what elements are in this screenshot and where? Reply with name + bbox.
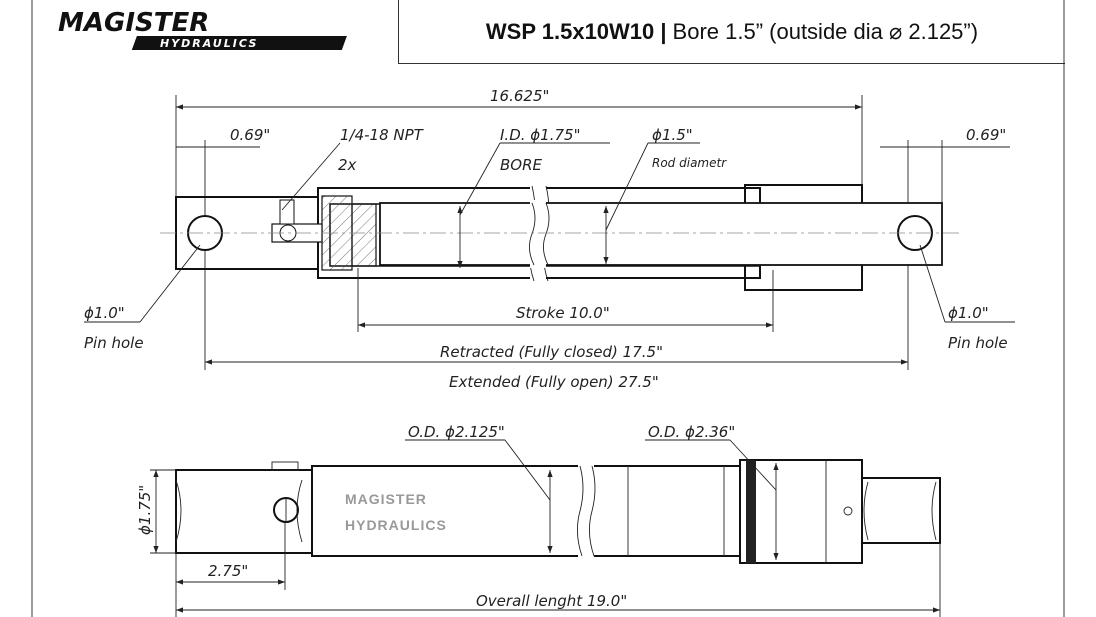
- stroke: Stroke 10.0": [516, 304, 610, 322]
- dim-16625: 16.625": [490, 87, 549, 105]
- rod-label: Rod diametr: [652, 156, 727, 170]
- port-qty: 2x: [338, 156, 357, 174]
- port-size: 1/4-18 NPT: [340, 126, 425, 144]
- rod-dia: ϕ1.5": [652, 126, 693, 144]
- overall-length: Overall lenght 19.0": [476, 592, 627, 610]
- inner-dia: I.D. ϕ1.75": [500, 126, 580, 144]
- bore-label: BORE: [500, 156, 543, 174]
- model-number: WSP 1.5x10W10 |: [485, 18, 667, 44]
- clevis-dia: ϕ1.75": [136, 485, 154, 535]
- left-pin-label: Pin hole: [84, 334, 144, 352]
- retracted: Retracted (Fully closed) 17.5": [440, 343, 663, 361]
- clevis-length: 2.75": [208, 562, 248, 580]
- title-block: WSP 1.5x10W10 | Bore 1.5” (outside dia ⌀…: [398, 0, 1065, 64]
- watermark-brand: MAGISTER: [345, 491, 427, 507]
- logo-sub: HYDRAULICS: [160, 37, 258, 50]
- section-view: 16.625" 0.69" 0.69" 1/4-18 NPT 2x I.D. ϕ…: [84, 87, 1015, 391]
- logo-brand: MAGISTER: [58, 8, 209, 38]
- dim-right-069: 0.69": [966, 126, 1006, 144]
- logo: MAGISTER HYDRAULICS: [58, 8, 347, 50]
- right-pin-label: Pin hole: [948, 334, 1008, 352]
- gland-od: O.D. ϕ2.36": [648, 423, 735, 441]
- dim-left-069: 0.69": [230, 126, 270, 144]
- bore-spec: Bore 1.5” (outside dia ⌀ 2.125”): [672, 18, 979, 44]
- right-pin-dia: ϕ1.0": [948, 304, 989, 322]
- watermark-sub: HYDRAULICS: [345, 517, 447, 533]
- left-pin-dia: ϕ1.0": [84, 304, 125, 322]
- extended: Extended (Fully open) 27.5": [449, 373, 659, 391]
- barrel-od: O.D. ϕ2.125": [408, 423, 505, 441]
- exterior-view: MAGISTER HYDRAULICS O.D. ϕ2.125" O.D. ϕ2…: [136, 423, 941, 617]
